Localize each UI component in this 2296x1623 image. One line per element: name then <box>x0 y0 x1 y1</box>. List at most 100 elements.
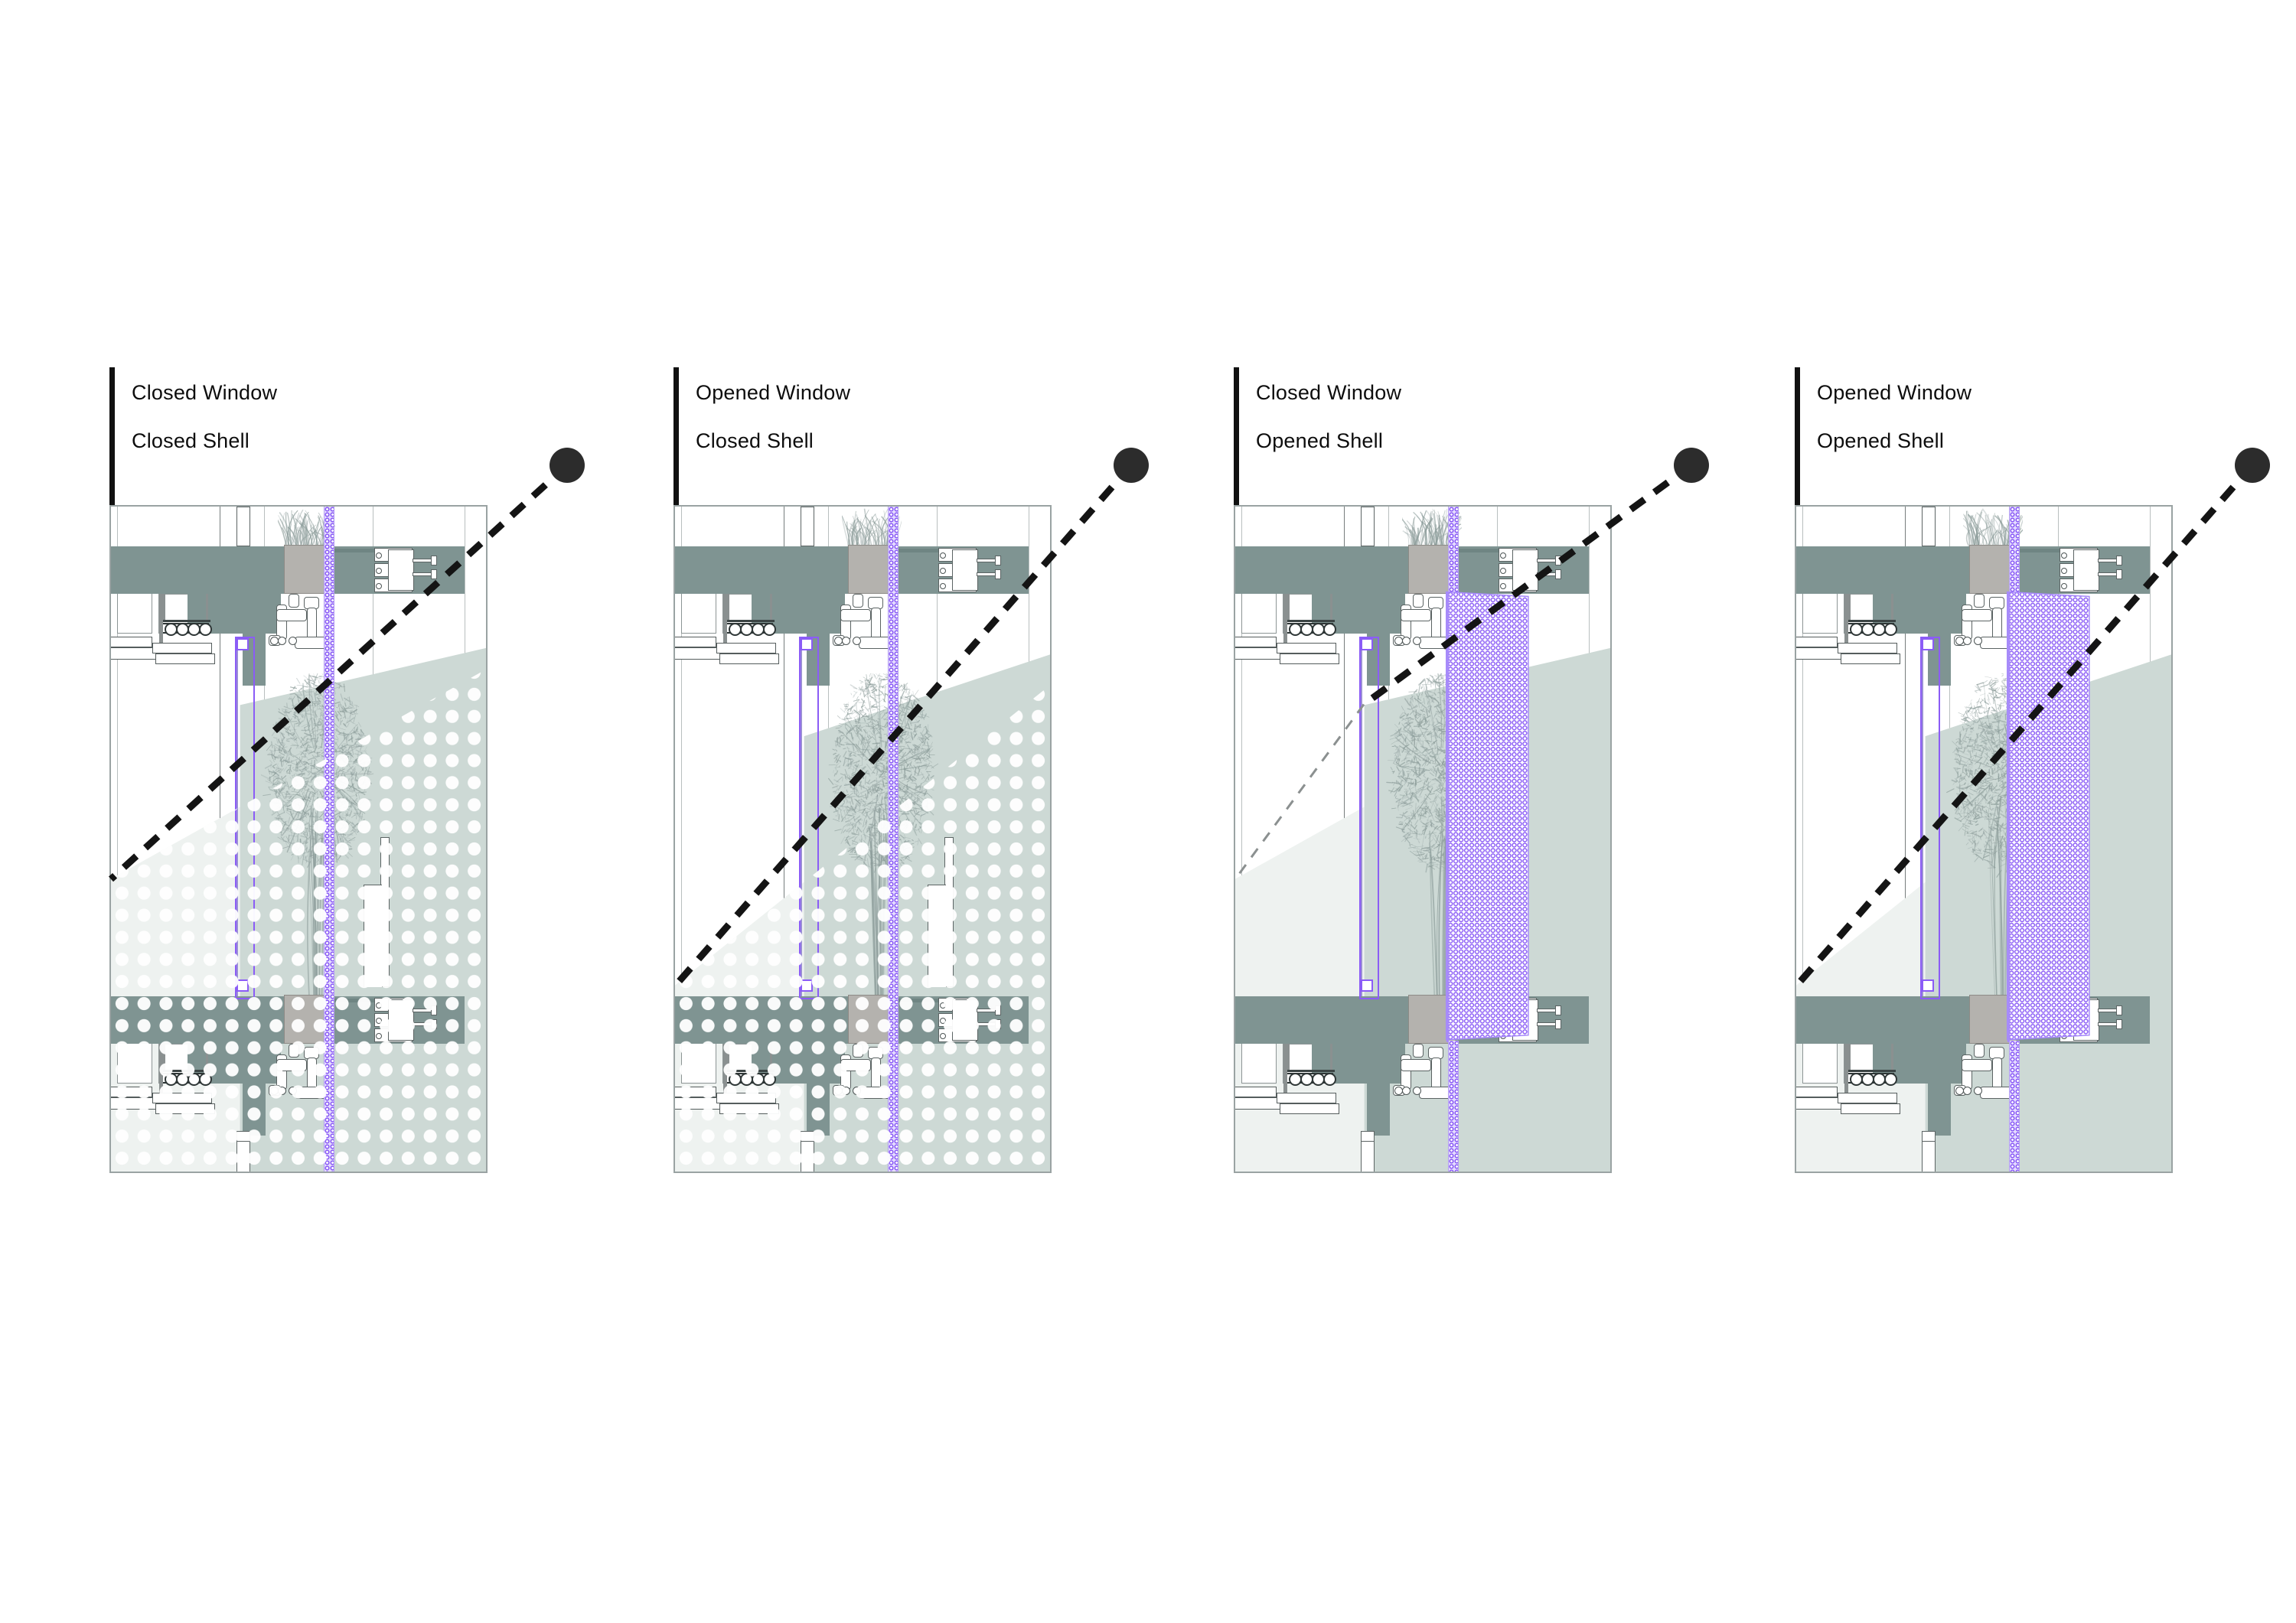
panel-2-lower-fixture-rod-right <box>770 1044 772 1071</box>
panel-2-lower-shell-hinge-b <box>995 1019 1001 1029</box>
panel-1-lower-raised-floor-a <box>111 1087 152 1097</box>
panel-4-lower-slab-void-a <box>1802 1044 1838 1084</box>
panel-4-grid-line-e <box>2150 507 2151 1172</box>
panel-2-lower-downstand <box>807 996 830 1136</box>
panel-2-balustrade-brace <box>928 885 946 987</box>
panel-3-balustrade-brace <box>1488 885 1506 987</box>
panel-3-lower-slab-edge-band <box>1456 999 1499 1002</box>
panel-3-curtain-wall-mullion[interactable] <box>1359 637 1379 999</box>
panel-1-shell-state: Closed Shell <box>132 429 249 452</box>
panel-3-section-drawing[interactable] <box>1234 505 1612 1173</box>
panel-3-upper-bolt-3 <box>1500 583 1506 589</box>
panel-3-lower-raised-floor-a <box>1235 1087 1277 1097</box>
panel-3-lower-downstand <box>1367 996 1390 1136</box>
diagram-panel-4[interactable]: Opened Window Opened Shell <box>1793 367 2270 1178</box>
panel-3-lower-pipe-elbow-b <box>1419 1087 1451 1099</box>
panel-1-lower-raised-floor-c <box>152 1093 212 1103</box>
panel-3-upper-bolt-1 <box>1500 552 1506 559</box>
panel-3-upper-slab-void-a <box>1241 594 1277 634</box>
panel-2-lower-pipe-elbow-b <box>859 1087 891 1099</box>
panel-2-upper-bolt-3 <box>940 583 946 589</box>
panel-1-lower-raised-floor-d <box>155 1103 215 1114</box>
panel-1-section-drawing[interactable] <box>109 505 488 1173</box>
panel-1-upper-pipe-elbow-b <box>295 637 327 649</box>
panel-4-lower-downstand <box>1928 996 1951 1136</box>
panel-3-lower-bolt-3 <box>1500 1033 1506 1039</box>
panel-4-shell-track-upper <box>2009 507 2020 601</box>
panel-4-lower-fixture-lamp <box>1884 1073 1897 1086</box>
panel-3-tree-silhouette <box>1385 673 1500 1002</box>
panel-4-shell-track-lower <box>2009 1041 2020 1172</box>
panel-1-upper-cw-anchor <box>388 549 414 591</box>
panel-4-upper-bolt-1 <box>2061 552 2067 559</box>
panel-1-upper-hanger-column <box>159 594 163 650</box>
panel-1-upper-raised-floor-a <box>111 637 152 647</box>
panel-2-upper-raised-floor-a <box>675 637 716 647</box>
panel-3-lower-bolt-1 <box>1500 1002 1506 1009</box>
panel-2-lower-slab-edge-band <box>895 999 938 1002</box>
panel-3-upper-pipe-ring-b <box>1402 637 1411 645</box>
panel-1-lower-cw-anchor <box>388 999 414 1041</box>
panel-4-lower-slab-edge-band <box>2017 999 2060 1002</box>
panel-3-lower-slab-shoulder <box>1456 996 1499 1044</box>
panel-4-lower-shell-hinge-a <box>2116 1005 2122 1015</box>
panel-1-mullion-sill-cap <box>236 979 249 992</box>
panel-1-upper-pipe-ring-b <box>278 637 286 645</box>
panel-2-upper-pipe-elbow-a <box>840 609 871 621</box>
panel-3-shell-track-upper <box>1448 507 1459 601</box>
panel-3-sun-position-dot <box>1674 448 1709 483</box>
panel-4-curtain-wall-mullion[interactable] <box>1920 637 1940 999</box>
panel-2-upper-pipe-stub <box>853 594 863 608</box>
panel-2-mullion-head-cap <box>801 638 813 650</box>
panel-2-mullion-below-cap <box>801 1131 814 1142</box>
panel-2-perforated-shell-panel[interactable] <box>888 507 899 1172</box>
panel-3-upper-fixture-bar <box>1284 620 1335 622</box>
panel-1-upper-fixture-rod-right <box>206 594 208 621</box>
panel-2-upper-bolt-1 <box>940 552 946 559</box>
panel-3-lower-pipe-elbow-a <box>1401 1059 1431 1071</box>
panel-4-section-drawing[interactable] <box>1795 505 2173 1173</box>
panel-1-balustrade-brace <box>364 885 382 987</box>
panel-2-upper-bolt-2 <box>940 568 946 574</box>
panel-2-upper-raised-floor-d <box>719 653 779 664</box>
panel-2-upper-pipe-elbow-b <box>859 637 891 649</box>
panel-1-perforated-shell-panel[interactable] <box>324 507 334 1172</box>
panel-2-lower-pipe-ring-b <box>842 1087 850 1095</box>
panel-3-upper-slab-shoulder <box>1456 546 1499 594</box>
diagram-panel-3[interactable]: Closed Window Opened Shell <box>1234 367 1709 1178</box>
panel-4-lower-hanger-column <box>1844 1044 1848 1100</box>
panel-1-upper-fixture-rod-left <box>163 594 165 621</box>
panel-1-lower-fixture-bar <box>160 1070 210 1072</box>
panel-3-lower-fixture-lamp <box>1323 1073 1336 1086</box>
panel-1-upper-raised-floor-c <box>152 643 212 653</box>
panel-3-upper-pipe-elbow-a <box>1401 609 1431 621</box>
panel-1-lower-hanger-column <box>159 1044 163 1100</box>
panel-4-upper-pipe-ring-c <box>1974 637 1982 645</box>
panel-4-upper-hanger-column <box>1844 594 1848 650</box>
panel-1-lower-slab-edge-band <box>331 999 374 1002</box>
panel-4-grid-line-d <box>2058 507 2059 1172</box>
panel-4-upper-raised-floor-c <box>1838 643 1897 653</box>
panel-1-curtain-wall-mullion[interactable] <box>235 637 255 999</box>
panel-3-shell-track-lower <box>1448 1041 1459 1172</box>
panel-1-upper-fixture-bar <box>160 620 210 622</box>
diagram-panel-2[interactable]: Opened Window Closed Shell <box>672 367 1149 1178</box>
panel-2-lower-raised-floor-a <box>675 1087 716 1097</box>
panel-4-upper-bolt-3 <box>2061 583 2067 589</box>
panel-2-lower-raised-floor-c <box>716 1093 776 1103</box>
panel-4-upper-slab-shoulder <box>2017 546 2060 594</box>
panel-4-upper-slab-edge-band <box>2017 549 2060 552</box>
panel-3-lower-pipe-stub <box>1413 1044 1424 1058</box>
diagram-panel-1[interactable]: Closed Window Closed Shell <box>108 367 585 1178</box>
panel-2-sun-position-dot <box>1114 448 1149 483</box>
panel-2-section-drawing[interactable] <box>673 505 1052 1173</box>
panel-4-shell-state: Opened Shell <box>1817 429 1945 452</box>
panel-4-upper-pipe-elbow-a <box>1962 609 1992 621</box>
panel-4-upper-fixture-bar <box>1845 620 1896 622</box>
panel-2-curtain-wall-mullion[interactable] <box>799 637 819 999</box>
panel-3-lower-fixture-bar <box>1284 1070 1335 1072</box>
panel-4-lower-raised-floor-a <box>1796 1087 1838 1097</box>
panel-2-upper-slab-edge-band <box>895 549 938 552</box>
panel-3-mullion-below-cap <box>1361 1131 1375 1142</box>
panel-1-upper-bolt-2 <box>376 568 382 574</box>
